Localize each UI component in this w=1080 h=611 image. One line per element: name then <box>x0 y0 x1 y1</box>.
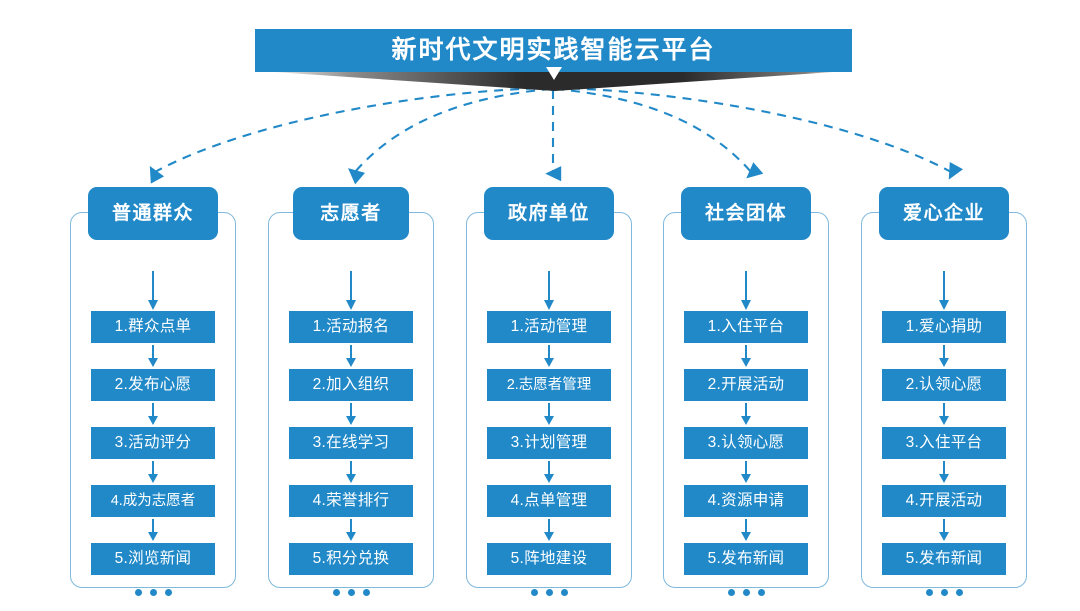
arrow-down-icon <box>487 343 611 369</box>
step-item[interactable]: 3.计划管理 <box>487 427 611 459</box>
arrow-down-icon <box>882 343 1006 369</box>
step-item[interactable]: 2.加入组织 <box>289 369 413 401</box>
arrow-down-icon <box>289 401 413 427</box>
connector-to-col-4 <box>554 87 764 179</box>
more-items-ellipsis <box>684 589 808 601</box>
step-item[interactable]: 1.群众点单 <box>91 311 215 343</box>
arrow-down-icon <box>289 517 413 543</box>
more-items-ellipsis <box>289 589 413 601</box>
role-column-volunteer: 志愿者 1.活动报名 2.加入组织 3.在线学习 4.荣誉排行 5.积分兑换 <box>268 187 434 596</box>
step-item[interactable]: 3.在线学习 <box>289 427 413 459</box>
step-item[interactable]: 3.认领心愿 <box>684 427 808 459</box>
step-item[interactable]: 3.活动评分 <box>91 427 215 459</box>
arrow-down-icon <box>91 271 215 311</box>
arrow-down-icon <box>91 343 215 369</box>
platform-title-banner: 新时代文明实践智能云平台 <box>255 29 852 91</box>
arrow-down-icon <box>487 271 611 311</box>
step-item[interactable]: 1.爱心捐助 <box>882 311 1006 343</box>
platform-title-bar: 新时代文明实践智能云平台 <box>255 29 852 72</box>
column-header-government-unit[interactable]: 政府单位 <box>484 187 614 240</box>
arrow-down-icon <box>882 459 1006 485</box>
step-item[interactable]: 4.资源申请 <box>684 485 808 517</box>
connector-to-col-5 <box>554 86 964 180</box>
connector-to-col-1 <box>149 86 552 184</box>
arrow-down-icon <box>91 517 215 543</box>
step-item[interactable]: 2.开展活动 <box>684 369 808 401</box>
step-list-volunteer: 1.活动报名 2.加入组织 3.在线学习 4.荣誉排行 5.积分兑换 <box>269 271 433 601</box>
arrow-down-icon <box>684 459 808 485</box>
role-column-caring-enterprise: 爱心企业 1.爱心捐助 2.认领心愿 3.入住平台 4.开展活动 5.发布新闻 <box>861 187 1027 596</box>
step-item[interactable]: 4.点单管理 <box>487 485 611 517</box>
step-list-social-group: 1.入住平台 2.开展活动 3.认领心愿 4.资源申请 5.发布新闻 <box>664 271 828 601</box>
step-list-caring-enterprise: 1.爱心捐助 2.认领心愿 3.入住平台 4.开展活动 5.发布新闻 <box>862 271 1026 601</box>
step-item[interactable]: 5.发布新闻 <box>684 543 808 575</box>
step-item[interactable]: 4.成为志愿者 <box>91 485 215 517</box>
column-header-caring-enterprise[interactable]: 爱心企业 <box>879 187 1009 240</box>
arrow-down-icon <box>882 271 1006 311</box>
banner-chevron-icon <box>546 67 562 80</box>
arrow-down-icon <box>684 401 808 427</box>
arrow-down-icon <box>684 271 808 311</box>
step-item[interactable]: 2.认领心愿 <box>882 369 1006 401</box>
step-item[interactable]: 4.开展活动 <box>882 485 1006 517</box>
step-item[interactable]: 3.入住平台 <box>882 427 1006 459</box>
more-items-ellipsis <box>882 589 1006 601</box>
role-column-government-unit: 政府单位 1.活动管理 2.志愿者管理 3.计划管理 4.点单管理 5.阵地建设 <box>466 187 632 596</box>
column-header-general-public[interactable]: 普通群众 <box>88 187 218 240</box>
arrow-down-icon <box>289 343 413 369</box>
arrow-down-icon <box>882 517 1006 543</box>
step-list-general-public: 1.群众点单 2.发布心愿 3.活动评分 4.成为志愿者 5.浏览新闻 <box>71 271 235 601</box>
step-list-government-unit: 1.活动管理 2.志愿者管理 3.计划管理 4.点单管理 5.阵地建设 <box>467 271 631 601</box>
more-items-ellipsis <box>487 589 611 601</box>
step-item[interactable]: 2.志愿者管理 <box>487 369 611 401</box>
arrow-down-icon <box>684 343 808 369</box>
step-item[interactable]: 1.活动管理 <box>487 311 611 343</box>
arrow-down-icon <box>91 459 215 485</box>
step-item[interactable]: 5.阵地建设 <box>487 543 611 575</box>
step-item[interactable]: 1.活动报名 <box>289 311 413 343</box>
role-column-social-group: 社会团体 1.入住平台 2.开展活动 3.认领心愿 4.资源申请 5.发布新闻 <box>663 187 829 596</box>
step-item[interactable]: 5.发布新闻 <box>882 543 1006 575</box>
arrow-down-icon <box>289 271 413 311</box>
arrow-down-icon <box>289 459 413 485</box>
column-header-social-group[interactable]: 社会团体 <box>681 187 811 240</box>
step-item[interactable]: 4.荣誉排行 <box>289 485 413 517</box>
role-column-general-public: 普通群众 1.群众点单 2.发布心愿 3.活动评分 4.成为志愿者 5.浏览新闻 <box>70 187 236 596</box>
arrow-down-icon <box>684 517 808 543</box>
arrow-down-icon <box>882 401 1006 427</box>
step-item[interactable]: 2.发布心愿 <box>91 369 215 401</box>
arrow-down-icon <box>91 401 215 427</box>
column-header-volunteer[interactable]: 志愿者 <box>293 187 409 240</box>
step-item[interactable]: 5.浏览新闻 <box>91 543 215 575</box>
arrow-down-icon <box>487 459 611 485</box>
more-items-ellipsis <box>91 589 215 601</box>
step-item[interactable]: 1.入住平台 <box>684 311 808 343</box>
platform-title-text: 新时代文明实践智能云平台 <box>391 36 716 64</box>
title-shadow <box>259 71 848 91</box>
arrow-down-icon <box>487 517 611 543</box>
step-item[interactable]: 5.积分兑换 <box>289 543 413 575</box>
arrow-down-icon <box>487 401 611 427</box>
connector-to-col-2 <box>348 87 552 185</box>
